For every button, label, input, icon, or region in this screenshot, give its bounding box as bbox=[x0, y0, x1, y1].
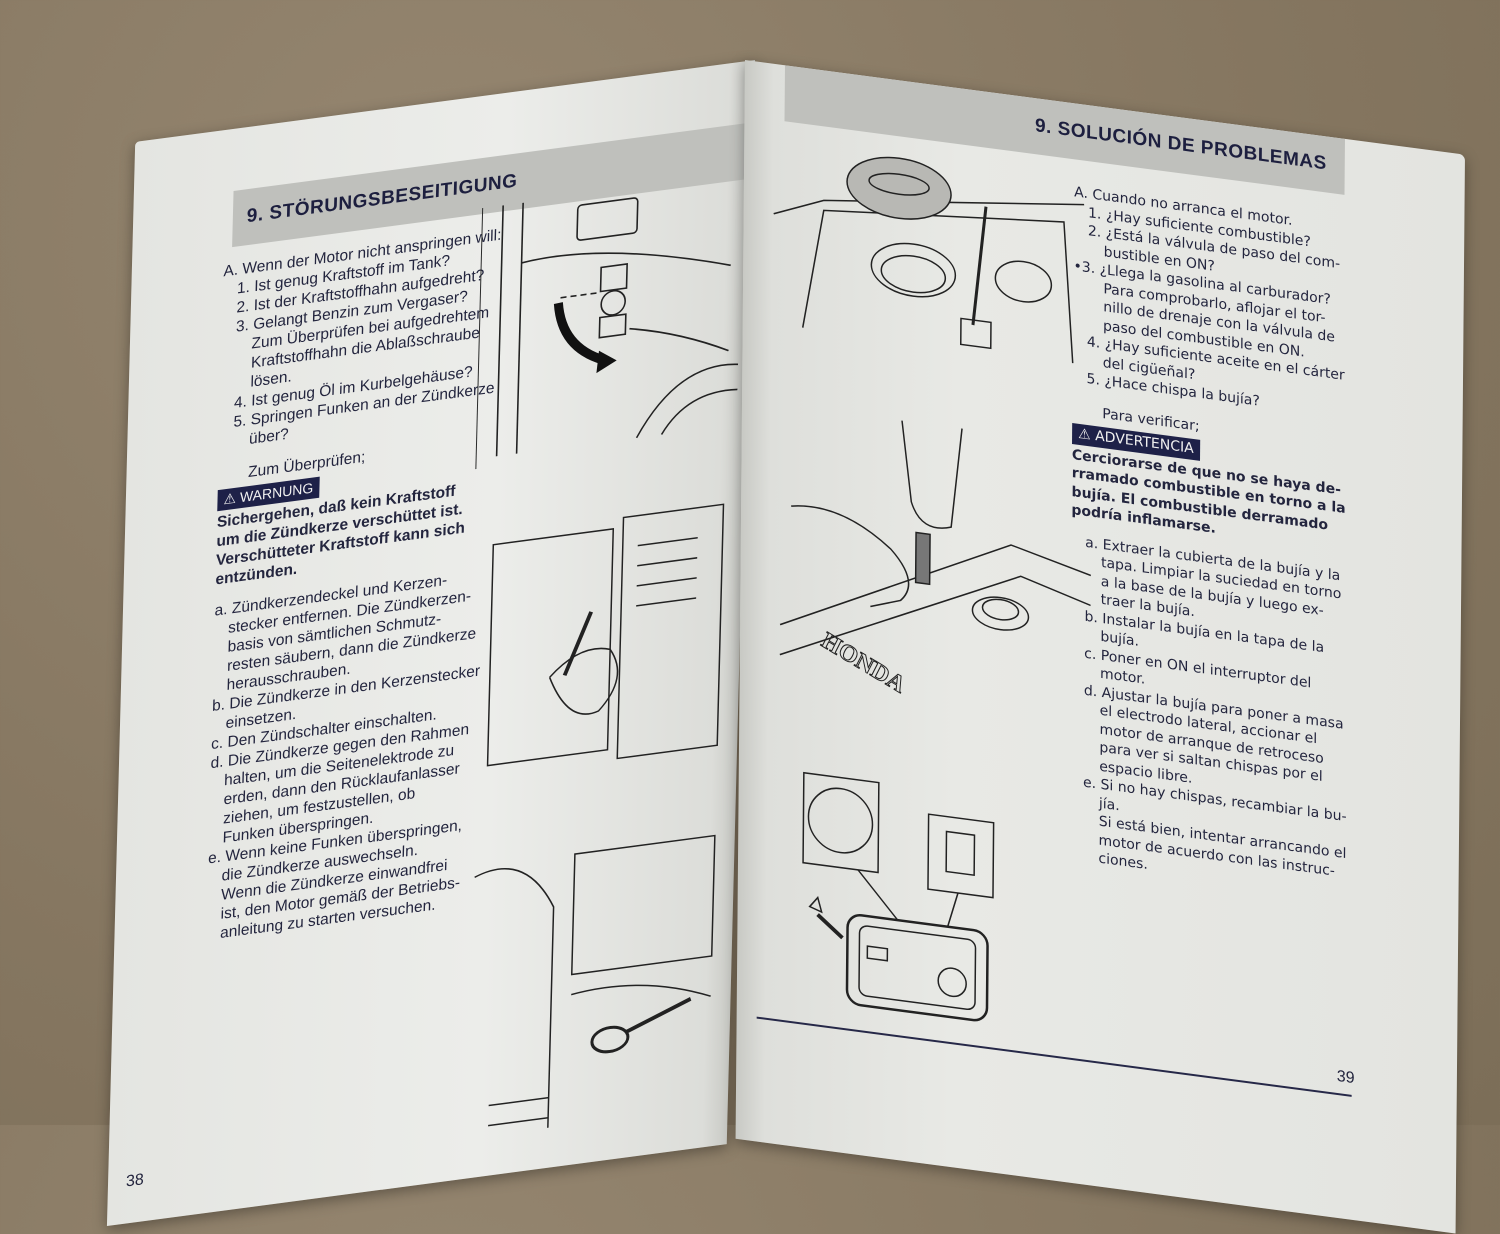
troubleshooting-text-de: A. Wenn der Motor nicht anspringen will:… bbox=[206, 227, 502, 945]
fuel-valve-illustration bbox=[475, 173, 744, 470]
drain-screw-illustration bbox=[457, 824, 725, 1160]
footer-rule bbox=[756, 1016, 1352, 1097]
left-page: 9. STÖRUNGSBESEITIGUNG A. Wenn der Motor… bbox=[106, 60, 756, 1227]
engine-base-drawing bbox=[474, 834, 716, 1128]
page-number: 38 bbox=[125, 1171, 145, 1191]
section-title: 9. STÖRUNGSBESEITIGUNG bbox=[246, 170, 518, 228]
troubleshooting-text-es: A. Cuando no arranca el motor. 1. ¿Hay s… bbox=[1068, 183, 1346, 898]
spark-plug-removal-illustration: HONDA bbox=[760, 392, 1093, 735]
warning-icon: ⚠ bbox=[223, 489, 237, 508]
right-page: 9. SOLUCIÓN DE PROBLEMAS bbox=[735, 60, 1465, 1234]
generator-illustration bbox=[797, 767, 1009, 1034]
warning-icon: ⚠ bbox=[1078, 425, 1091, 444]
page-number: 39 bbox=[1336, 1067, 1355, 1088]
fuel-tank-drawing bbox=[773, 156, 1085, 364]
spark-plug-drawing bbox=[486, 503, 725, 767]
generator-drawing bbox=[802, 771, 995, 1022]
spark-plug-removal-drawing: HONDA bbox=[779, 420, 1092, 699]
honda-brand-text: HONDA bbox=[817, 628, 909, 699]
fuel-tank-illustration bbox=[763, 123, 1095, 386]
spark-plug-test-illustration bbox=[467, 493, 734, 788]
fuel-valve-drawing bbox=[495, 197, 739, 457]
